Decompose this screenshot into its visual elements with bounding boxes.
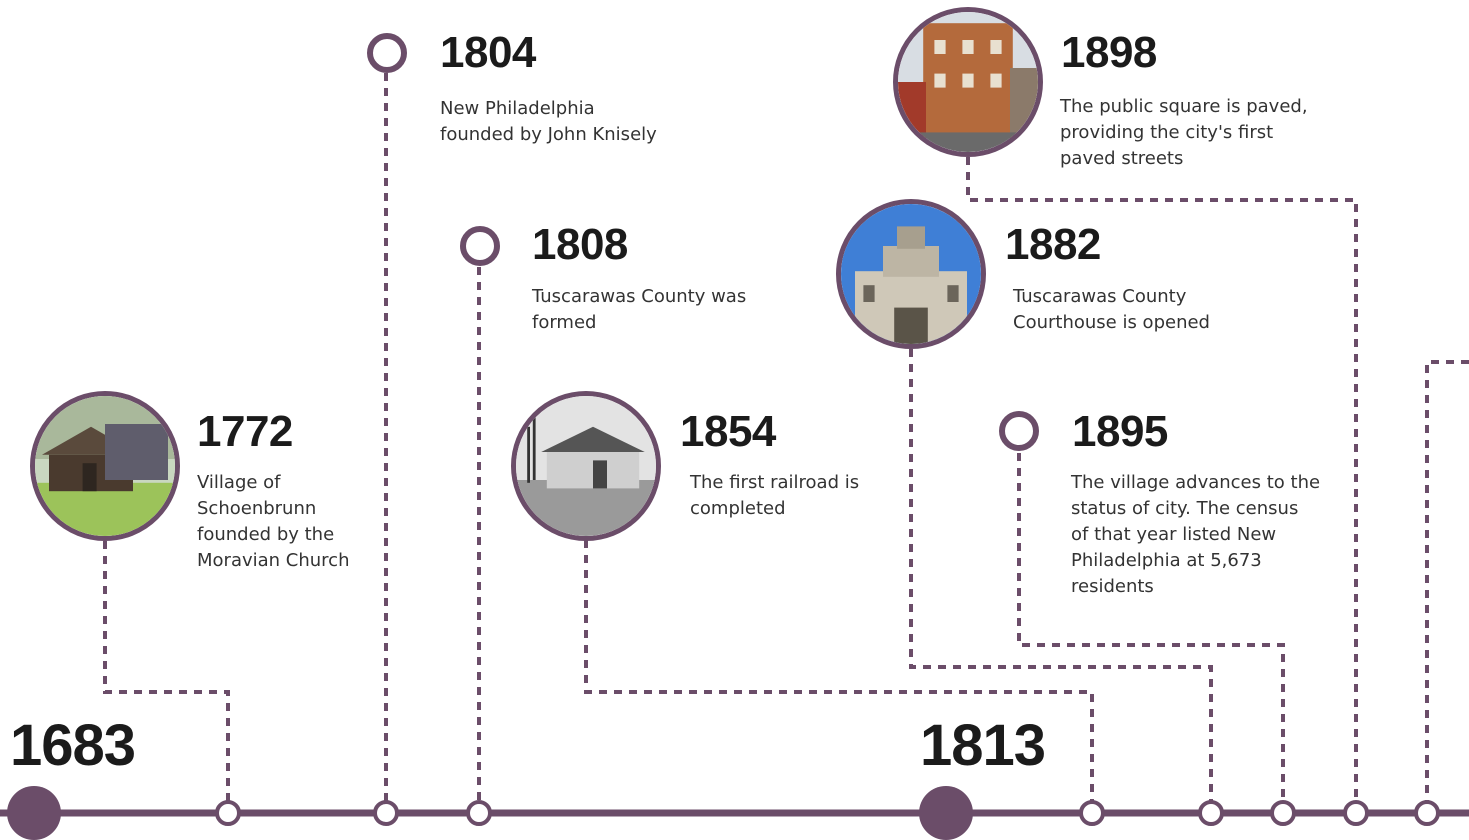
timeline-marker-8 (1414, 800, 1440, 826)
event-description-1882: Tuscarawas County Courthouse is opened (1013, 286, 1210, 333)
event-description-1808: Tuscarawas County was formed (532, 286, 747, 333)
event-description-1804: New Philadelphia founded by John Knisely (440, 98, 657, 145)
event-year-1895: 1895 (1072, 407, 1168, 456)
start-year-dot (7, 786, 61, 840)
connector-next (1425, 360, 1469, 802)
event-ring-1804 (367, 33, 407, 73)
event-description-1898: The public square is paved, providing th… (1060, 96, 1308, 169)
event-year-1882: 1882 (1005, 220, 1101, 269)
event-ring-1895 (999, 411, 1039, 451)
timeline-marker-2 (373, 800, 399, 826)
courthouse-photo (836, 199, 986, 349)
timeline-marker-5 (1198, 800, 1224, 826)
event-description-1772: Village of Schoenbrunn founded by the Mo… (197, 472, 350, 571)
connector-1895 (1017, 453, 1285, 802)
timeline-marker-1 (215, 800, 241, 826)
timeline-marker-6 (1270, 800, 1296, 826)
connector-1898 (966, 157, 1358, 802)
connector-1772 (103, 541, 230, 802)
mid-year-label: 1813 (920, 713, 1046, 778)
public-square-building-photo (893, 7, 1043, 157)
start-year-label: 1683 (10, 713, 136, 778)
event-year-1808: 1808 (532, 220, 628, 269)
event-year-1898: 1898 (1061, 28, 1157, 77)
event-year-1854: 1854 (680, 407, 776, 456)
timeline-marker-4 (1079, 800, 1105, 826)
event-ring-1808 (460, 226, 500, 266)
event-year-1772: 1772 (197, 407, 293, 456)
timeline-marker-3 (466, 800, 492, 826)
connector-1882 (909, 349, 1213, 802)
mid-year-dot (919, 786, 973, 840)
connector-1854 (584, 540, 1094, 802)
log-cabin-photo (30, 391, 180, 541)
timeline-marker-7 (1343, 800, 1369, 826)
event-year-1804: 1804 (440, 28, 536, 77)
event-description-1854: The first railroad is completed (690, 472, 860, 519)
railroad-depot-photo (511, 391, 661, 541)
event-description-1895: The village advances to the status of ci… (1071, 472, 1321, 597)
